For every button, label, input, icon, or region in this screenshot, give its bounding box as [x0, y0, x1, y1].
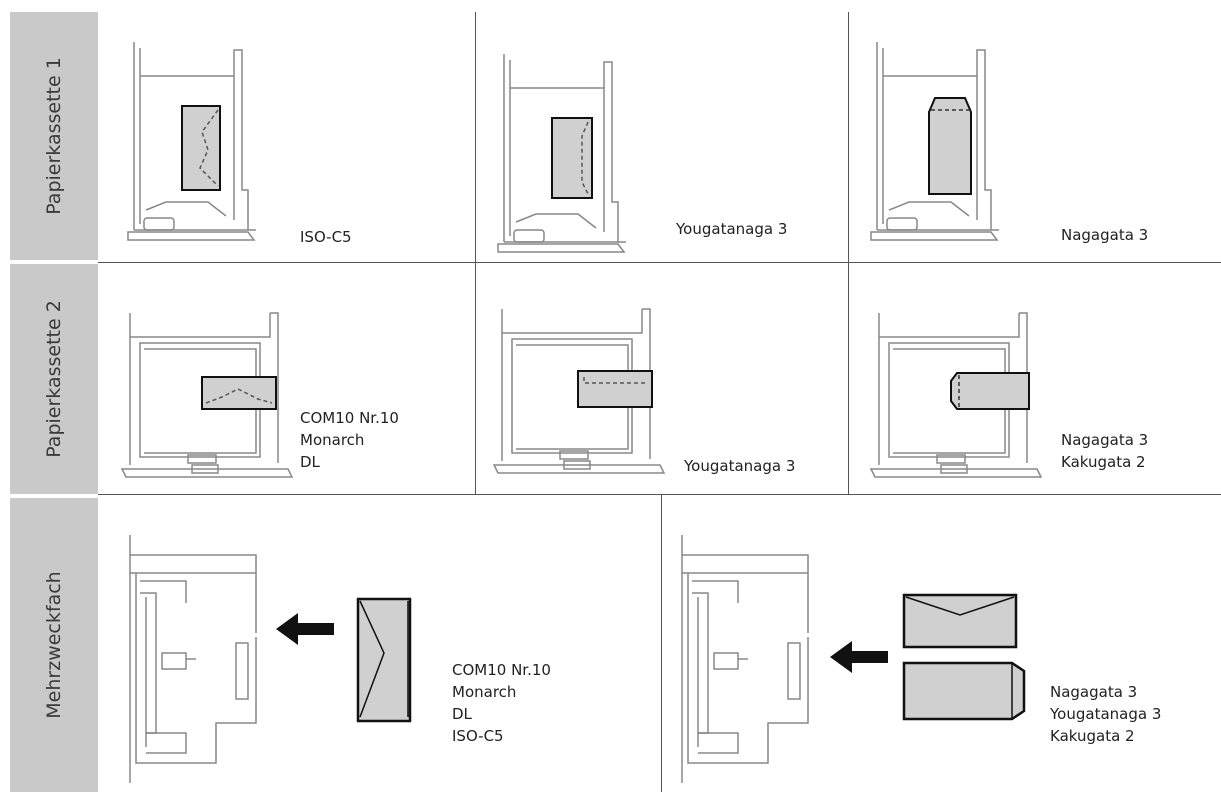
envelope-type: Kakugata 2 — [1061, 453, 1146, 471]
row-divider — [98, 494, 1221, 495]
multipurpose-tray-portrait: COM10 Nr.10 Monarch DL ISO-C5 — [98, 495, 661, 792]
envelope-type: Yougatanaga 3 — [684, 457, 796, 475]
envelope-label: ISO-C5 — [300, 226, 352, 248]
column-divider — [848, 12, 849, 494]
column-divider — [661, 494, 662, 792]
row-band-3: Mehrzweckfach — [10, 498, 98, 792]
row-label: Papierkassette 1 — [43, 57, 65, 215]
envelope-type: ISO-C5 — [452, 727, 504, 745]
multipurpose-tray-landscape: Nagagata 3 Yougatanaga 3 Kakugata 2 — [662, 495, 1221, 792]
cassette-portrait-illustration — [127, 42, 256, 241]
envelope-label-list: Nagagata 3 Yougatanaga 3 Kakugata 2 — [1050, 681, 1161, 747]
envelope-type: Kakugata 2 — [1050, 727, 1135, 745]
envelope-type: Monarch — [452, 683, 517, 701]
row-band-1: Papierkassette 1 — [10, 12, 98, 260]
envelope-label: Yougatanaga 3 — [676, 218, 787, 240]
column-divider — [475, 12, 476, 494]
cassette-landscape-illustration — [869, 312, 1043, 478]
multipurpose-tray-illustration — [681, 535, 809, 783]
cassette1-nagagata: Nagagata 3 — [849, 12, 1221, 262]
envelope-label-list: Nagagata 3 Kakugata 2 — [1061, 429, 1148, 473]
multipurpose-tray-illustration — [129, 535, 257, 783]
arrow-left-icon — [830, 641, 888, 673]
row-label: Papierkassette 2 — [43, 300, 65, 458]
cassette1-iso-c5: ISO-C5 — [98, 12, 475, 262]
envelope-type: Yougatanaga 3 — [676, 220, 788, 238]
envelope-label-list: COM10 Nr.10 Monarch DL ISO-C5 — [452, 659, 551, 747]
envelope-portrait-icon — [356, 597, 412, 723]
envelope-type: DL — [300, 453, 320, 471]
cassette2-com10: COM10 Nr.10 Monarch DL — [98, 263, 475, 494]
envelope-label: Yougatanaga 3 — [684, 455, 795, 477]
row-divider — [98, 262, 1221, 263]
envelope-label: Nagagata 3 — [1061, 224, 1148, 246]
arrow-left-icon — [276, 613, 334, 645]
cassette2-nagagata-kakugata: Nagagata 3 Kakugata 2 — [849, 263, 1221, 494]
row-band-2: Papierkassette 2 — [10, 264, 98, 494]
cassette-portrait-illustration — [497, 54, 626, 253]
envelope-type: Monarch — [300, 431, 365, 449]
envelope-landscape-side-flap-icon — [902, 661, 1026, 721]
envelope-type: COM10 Nr.10 — [300, 409, 399, 427]
envelope-type: Nagagata 3 — [1050, 683, 1138, 701]
envelope-type: COM10 Nr.10 — [452, 661, 551, 679]
envelope-type: DL — [452, 705, 472, 723]
envelope-type: Nagagata 3 — [1061, 431, 1149, 449]
cassette-portrait-illustration — [870, 42, 999, 241]
row-label: Mehrzweckfach — [43, 571, 65, 719]
cassette-landscape-illustration — [120, 312, 294, 478]
envelope-label-list: COM10 Nr.10 Monarch DL — [300, 407, 399, 473]
cassette2-yougatanaga: Yougatanaga 3 — [476, 263, 848, 494]
envelope-type: Nagagata 3 — [1061, 226, 1149, 244]
cassette-landscape-illustration — [492, 308, 666, 474]
envelope-type: Yougatanaga 3 — [1050, 705, 1162, 723]
cassette1-yougatanaga: Yougatanaga 3 — [476, 12, 848, 262]
envelope-landscape-flap-icon — [902, 593, 1018, 649]
envelope-type: ISO-C5 — [300, 228, 352, 246]
